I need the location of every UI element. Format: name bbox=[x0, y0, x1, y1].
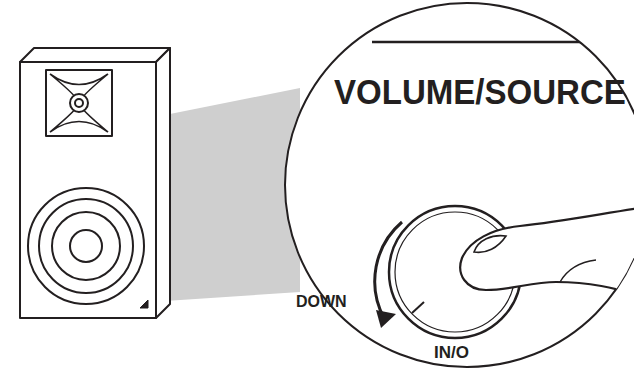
push-label: IN/O bbox=[434, 344, 469, 361]
direction-label: DOWN bbox=[296, 294, 347, 310]
magnifier-circle bbox=[285, 3, 634, 367]
speaker-cabinet bbox=[20, 48, 170, 318]
finger-crease bbox=[560, 260, 596, 282]
magnifier-wedge bbox=[150, 88, 300, 302]
panel-edge bbox=[372, 41, 634, 44]
finger bbox=[460, 208, 634, 296]
knob-indicator bbox=[412, 302, 424, 313]
fingernail bbox=[474, 236, 506, 253]
arrowhead bbox=[376, 310, 396, 328]
control-label: VOLUME/SOURCE bbox=[334, 74, 626, 109]
